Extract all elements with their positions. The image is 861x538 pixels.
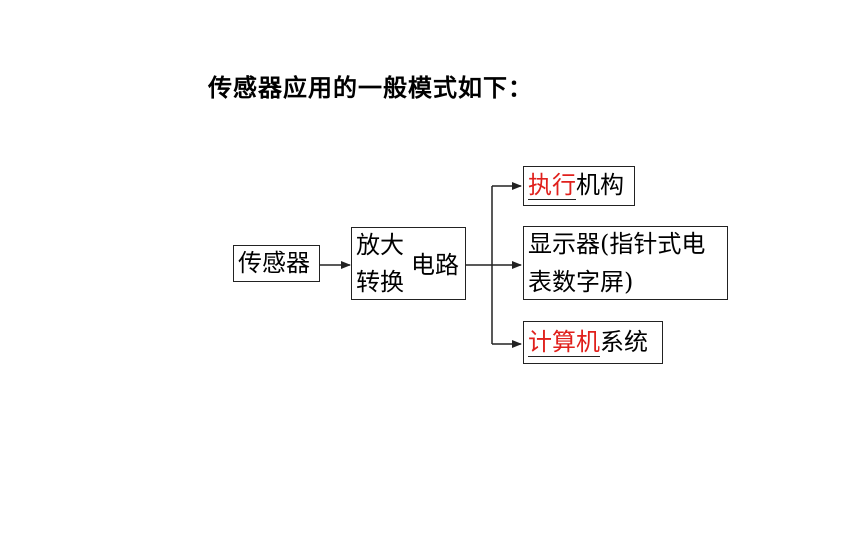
computer-highlight: 计算机 [528,328,600,357]
amplifier-label-line1: 放大 [356,231,404,259]
actuator-rest: 机构 [576,171,624,199]
display-box [523,226,728,300]
page-title: 传感器应用的一般模式如下： [208,74,533,102]
amplifier-label-line2: 转换 [356,268,404,296]
computer-rest: 系统 [600,328,648,356]
sensor-label: 传感器 [238,249,310,277]
display-label-line2: 表数字屏) [528,268,634,296]
computer-label: 计算机系统 [528,328,648,357]
actuator-box [523,166,635,206]
amplifier-circuit-label: 电路 [411,251,459,279]
amplifier-box [351,227,466,300]
actuator-highlight: 执行 [528,171,576,200]
actuator-label: 执行机构 [528,171,624,200]
display-label-line1: 显示器(指针式电 [528,230,706,258]
sensor-box [233,245,320,282]
computer-box [523,321,663,364]
